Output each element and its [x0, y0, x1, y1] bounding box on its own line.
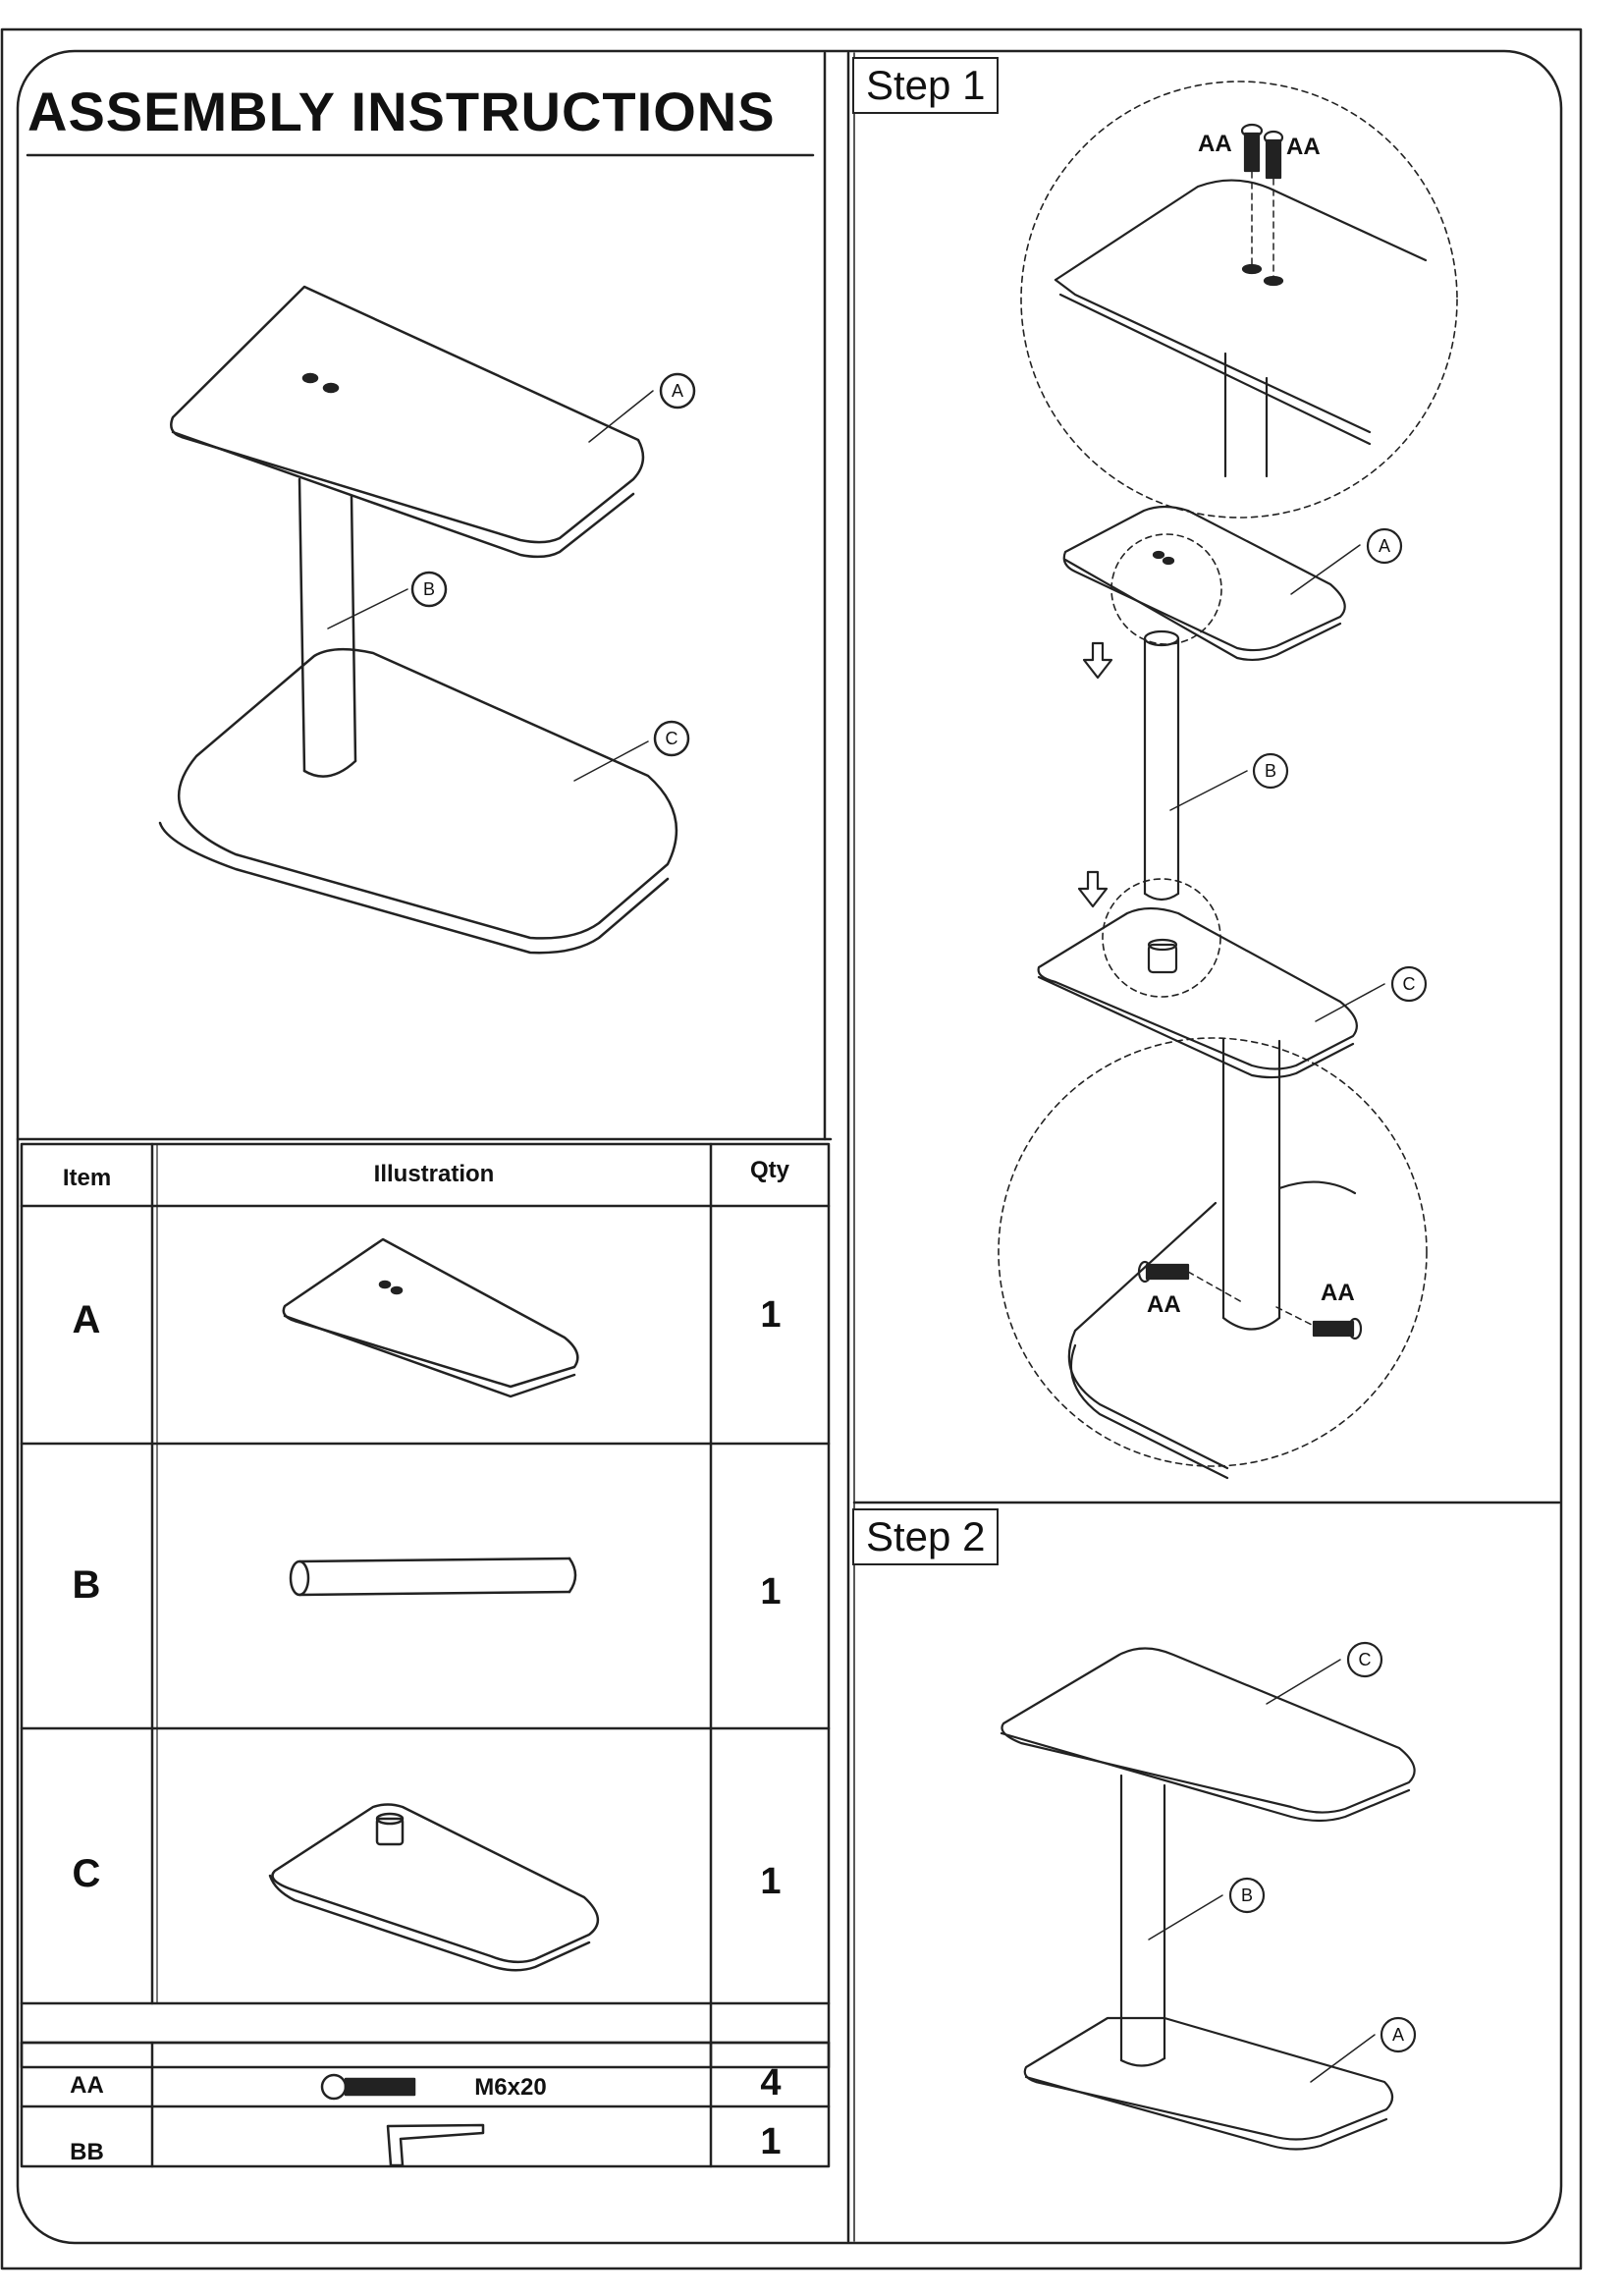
- step1-callout-c: C: [1402, 974, 1416, 994]
- step2-drawing: [1000, 1641, 1417, 2151]
- callout-c: C: [665, 729, 678, 748]
- overview-drawing: [158, 285, 696, 955]
- hardware-row-bb-qty: 1: [760, 2121, 782, 2162]
- hardware-row-aa-spec: M6x20: [474, 2074, 547, 2101]
- step-1-label: Step 1: [852, 57, 1000, 114]
- table-row-c-item: C: [72, 1852, 101, 1895]
- table-header-illustration: Illustration: [373, 1161, 495, 1187]
- parts-table-lines: [16, 1137, 833, 2168]
- table-header-item: Item: [62, 1165, 112, 1191]
- hardware-row-bb-item: BB: [70, 2139, 104, 2165]
- step1-label-aa-bolt-left: AA: [1147, 1291, 1181, 1318]
- callout-a: A: [671, 381, 683, 401]
- inner-frame: [16, 49, 1563, 2245]
- table-header-qty: Qty: [749, 1157, 789, 1183]
- step1-label-aa-right: AA: [1286, 134, 1321, 160]
- step1-drawing: [998, 81, 1458, 1480]
- table-row-b-item: B: [72, 1563, 101, 1607]
- hardware-row-aa-item: AA: [70, 2072, 104, 2099]
- step1-callout-a: A: [1378, 536, 1390, 556]
- table-row-a-item: A: [72, 1298, 101, 1341]
- document-title: ASSEMBLY INSTRUCTIONS: [27, 81, 776, 142]
- step1-callout-b: B: [1264, 761, 1276, 781]
- step1-label-aa-left: AA: [1198, 131, 1232, 157]
- step2-callout-b: B: [1240, 1886, 1253, 1905]
- step2-callout-c: C: [1358, 1650, 1372, 1669]
- table-row-a-qty: 1: [760, 1294, 782, 1336]
- hardware-row-aa-qty: 4: [760, 2062, 782, 2104]
- table-row-b-qty: 1: [760, 1571, 782, 1613]
- outer-border: [0, 27, 1583, 2270]
- step-2-label: Step 2: [852, 1508, 1000, 1565]
- step2-callout-a: A: [1391, 2025, 1404, 2045]
- callout-b: B: [422, 579, 435, 599]
- step1-label-aa-bolt-right: AA: [1321, 1280, 1355, 1306]
- table-row-c-qty: 1: [760, 1861, 782, 1902]
